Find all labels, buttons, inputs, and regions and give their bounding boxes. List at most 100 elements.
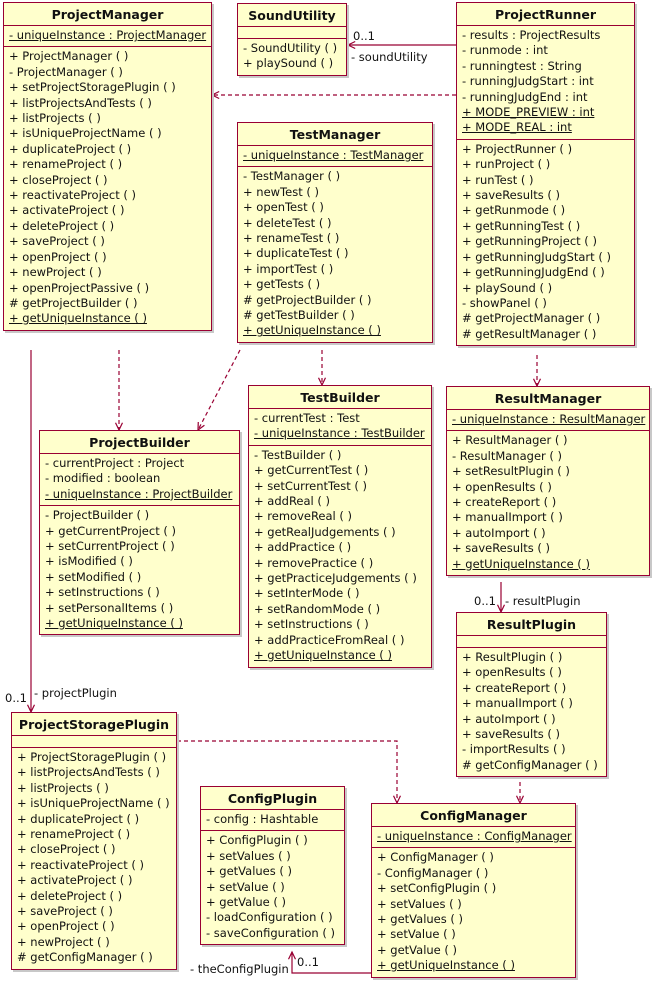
operation: + renameTest ( ) bbox=[243, 231, 340, 246]
operations-compartment: + ResultManager ( )- ResultManager ( ) + … bbox=[447, 431, 649, 575]
operation: + getPracticeJudgements ( ) bbox=[254, 571, 417, 586]
operation: + getRunmode ( ) bbox=[462, 203, 566, 218]
attribute: - config : Hashtable bbox=[206, 812, 319, 826]
operation: + setConfigPlugin ( ) bbox=[377, 881, 497, 896]
class-testmanager[interactable]: TestManager- uniqueInstance : TestManage… bbox=[237, 122, 433, 343]
operation: + setValue ( ) bbox=[377, 927, 456, 942]
config-plugin-multiplicity-label: 0..1 bbox=[297, 955, 319, 969]
operation: + deleteTest ( ) bbox=[243, 215, 332, 230]
operation: # getConfigManager ( ) bbox=[17, 950, 153, 965]
operation: + activateProject ( ) bbox=[9, 203, 125, 218]
operation: + addReal ( ) bbox=[254, 494, 331, 509]
class-resultmanager[interactable]: ResultManager - uniqueInstance : ResultMa… bbox=[446, 386, 650, 577]
arrowhead bbox=[287, 950, 297, 960]
operation: + addPracticeFromReal ( ) bbox=[254, 632, 405, 647]
operation: + duplicateProject ( ) bbox=[17, 811, 140, 826]
operation: + setRandomMode ( ) bbox=[254, 601, 381, 616]
attribute: - runningJudgEnd : int bbox=[462, 89, 588, 104]
class-name: ProjectStoragePlugin bbox=[12, 713, 176, 736]
class-name: ProjectRunner bbox=[457, 3, 634, 26]
operation: # getProjectManager ( ) bbox=[462, 311, 601, 326]
operation: + autoImport ( ) bbox=[462, 711, 556, 726]
attribute: - modified : boolean bbox=[45, 471, 161, 486]
attribute: - currentProject : Project bbox=[45, 456, 185, 470]
operation: + ConfigPlugin ( ) bbox=[206, 833, 308, 848]
operations-compartment: - TestBuilder ( )+ getCurrentTest ( )+ s… bbox=[249, 446, 431, 667]
operation: + duplicateProject ( ) bbox=[9, 141, 132, 156]
attributes-compartment: - uniqueInstance : ConfigManager bbox=[372, 827, 575, 849]
project-plugin-role-label: - projectPlugin bbox=[34, 686, 117, 700]
operations-compartment: - SoundUtility ( )+ playSound ( ) bbox=[238, 39, 346, 75]
operation: + listProjects ( ) bbox=[17, 780, 109, 795]
operation: + getRunningJudgEnd ( ) bbox=[462, 265, 605, 280]
operation: + addPractice ( ) bbox=[254, 540, 352, 555]
operation: - ResultManager ( ) bbox=[452, 448, 563, 463]
attributes-compartment: - uniqueInstance : ProjectManager bbox=[4, 26, 211, 48]
class-configplugin[interactable]: ConfigPlugin- config : Hashtable+ Config… bbox=[200, 786, 345, 946]
operation: + saveResults ( ) bbox=[462, 188, 561, 203]
operation: + autoImport ( ) bbox=[452, 525, 546, 540]
class-name: TestBuilder bbox=[249, 386, 431, 409]
attribute: - uniqueInstance : ConfigManager bbox=[377, 829, 572, 843]
operation: + setValues ( ) bbox=[377, 896, 462, 911]
operation: + reactivateProject ( ) bbox=[9, 188, 136, 203]
project-plugin-multiplicity-label: 0..1 bbox=[5, 691, 27, 705]
attributes-compartment: - uniqueInstance : TestManager bbox=[238, 146, 432, 168]
operation: + openProjectPassive ( ) bbox=[9, 280, 150, 295]
operation: # getTestBuilder ( ) bbox=[243, 308, 355, 323]
operation: + getValues ( ) bbox=[377, 912, 464, 927]
operation: + deleteProject ( ) bbox=[17, 888, 123, 903]
attribute: + MODE_REAL : int bbox=[462, 120, 572, 135]
class-resultplugin[interactable]: ResultPlugin+ ResultPlugin ( )+ openResu… bbox=[456, 612, 607, 778]
operation: - saveConfiguration ( ) bbox=[206, 925, 335, 940]
class-projectbuilder[interactable]: ProjectBuilder- currentProject : Project… bbox=[39, 430, 240, 636]
operation: + openProject ( ) bbox=[17, 919, 115, 934]
operation: + ResultManager ( ) bbox=[452, 433, 568, 448]
class-projectrunner[interactable]: ProjectRunner- results : ProjectResults-… bbox=[456, 2, 635, 347]
attributes-compartment: - results : ProjectResults- runmode : in… bbox=[457, 26, 634, 140]
attribute: - runningJudgStart : int bbox=[462, 74, 594, 89]
operation: + getTests ( ) bbox=[243, 277, 321, 292]
operation: # getProjectBuilder ( ) bbox=[243, 292, 372, 307]
operation: + manualImport ( ) bbox=[462, 696, 573, 711]
operations-compartment: + ProjectRunner ( )+ runProject ( )+ run… bbox=[457, 140, 634, 345]
operation: - SoundUtility ( ) bbox=[243, 41, 338, 55]
class-testbuilder[interactable]: TestBuilder- currentTest : Test- uniqueI… bbox=[248, 385, 432, 668]
sound-multiplicity-label: 0..1 bbox=[353, 29, 375, 43]
operation: + setModified ( ) bbox=[45, 569, 142, 584]
operation: + saveProject ( ) bbox=[17, 904, 113, 919]
class-name: ResultManager bbox=[447, 387, 649, 410]
operation: + importTest ( ) bbox=[243, 261, 334, 276]
operation: - TestManager ( ) bbox=[243, 169, 341, 184]
attribute: - uniqueInstance : ResultManager bbox=[452, 412, 646, 426]
operation: + playSound ( ) bbox=[462, 280, 553, 295]
operation: + openTest ( ) bbox=[243, 200, 324, 215]
operation: + reactivateProject ( ) bbox=[17, 857, 144, 872]
operation: + renameProject ( ) bbox=[9, 157, 123, 172]
operation: + ResultPlugin ( ) bbox=[462, 650, 563, 664]
class-projectmanager[interactable]: ProjectManager- uniqueInstance : Project… bbox=[3, 2, 212, 331]
operation: + saveProject ( ) bbox=[9, 234, 105, 249]
attributes-compartment: - currentTest : Test- uniqueInstance : T… bbox=[249, 409, 431, 446]
operation: + createReport ( ) bbox=[452, 495, 557, 510]
operations-compartment: - TestManager ( )+ newTest ( )+ openTest… bbox=[238, 167, 432, 341]
operation: + setValue ( ) bbox=[206, 879, 285, 894]
operation: + runTest ( ) bbox=[462, 172, 534, 187]
operation: + getUniqueInstance ( ) bbox=[452, 556, 590, 571]
class-name: ResultPlugin bbox=[457, 613, 606, 636]
class-configmanager[interactable]: ConfigManager- uniqueInstance : ConfigMa… bbox=[371, 803, 576, 978]
operation: + getUniqueInstance ( ) bbox=[377, 958, 515, 973]
attribute: - uniqueInstance : TestBuilder bbox=[254, 426, 425, 441]
operation: + getRunningProject ( ) bbox=[462, 234, 597, 249]
operation: + ProjectRunner ( ) bbox=[462, 141, 573, 156]
operation: + newProject ( ) bbox=[9, 265, 102, 280]
operation: - importResults ( ) bbox=[462, 742, 566, 757]
class-projectstorageplugin[interactable]: ProjectStoragePlugin+ ProjectStoragePlug… bbox=[11, 712, 177, 970]
operation: + getCurrentProject ( ) bbox=[45, 523, 176, 538]
class-soundutility[interactable]: SoundUtility- SoundUtility ( )+ playSoun… bbox=[237, 3, 347, 76]
config-plugin-role-label: - theConfigPlugin bbox=[190, 962, 289, 976]
operation: + newTest ( ) bbox=[243, 184, 319, 199]
attribute: - uniqueInstance : ProjectBuilder bbox=[45, 486, 233, 501]
operation: + removeReal ( ) bbox=[254, 509, 353, 524]
